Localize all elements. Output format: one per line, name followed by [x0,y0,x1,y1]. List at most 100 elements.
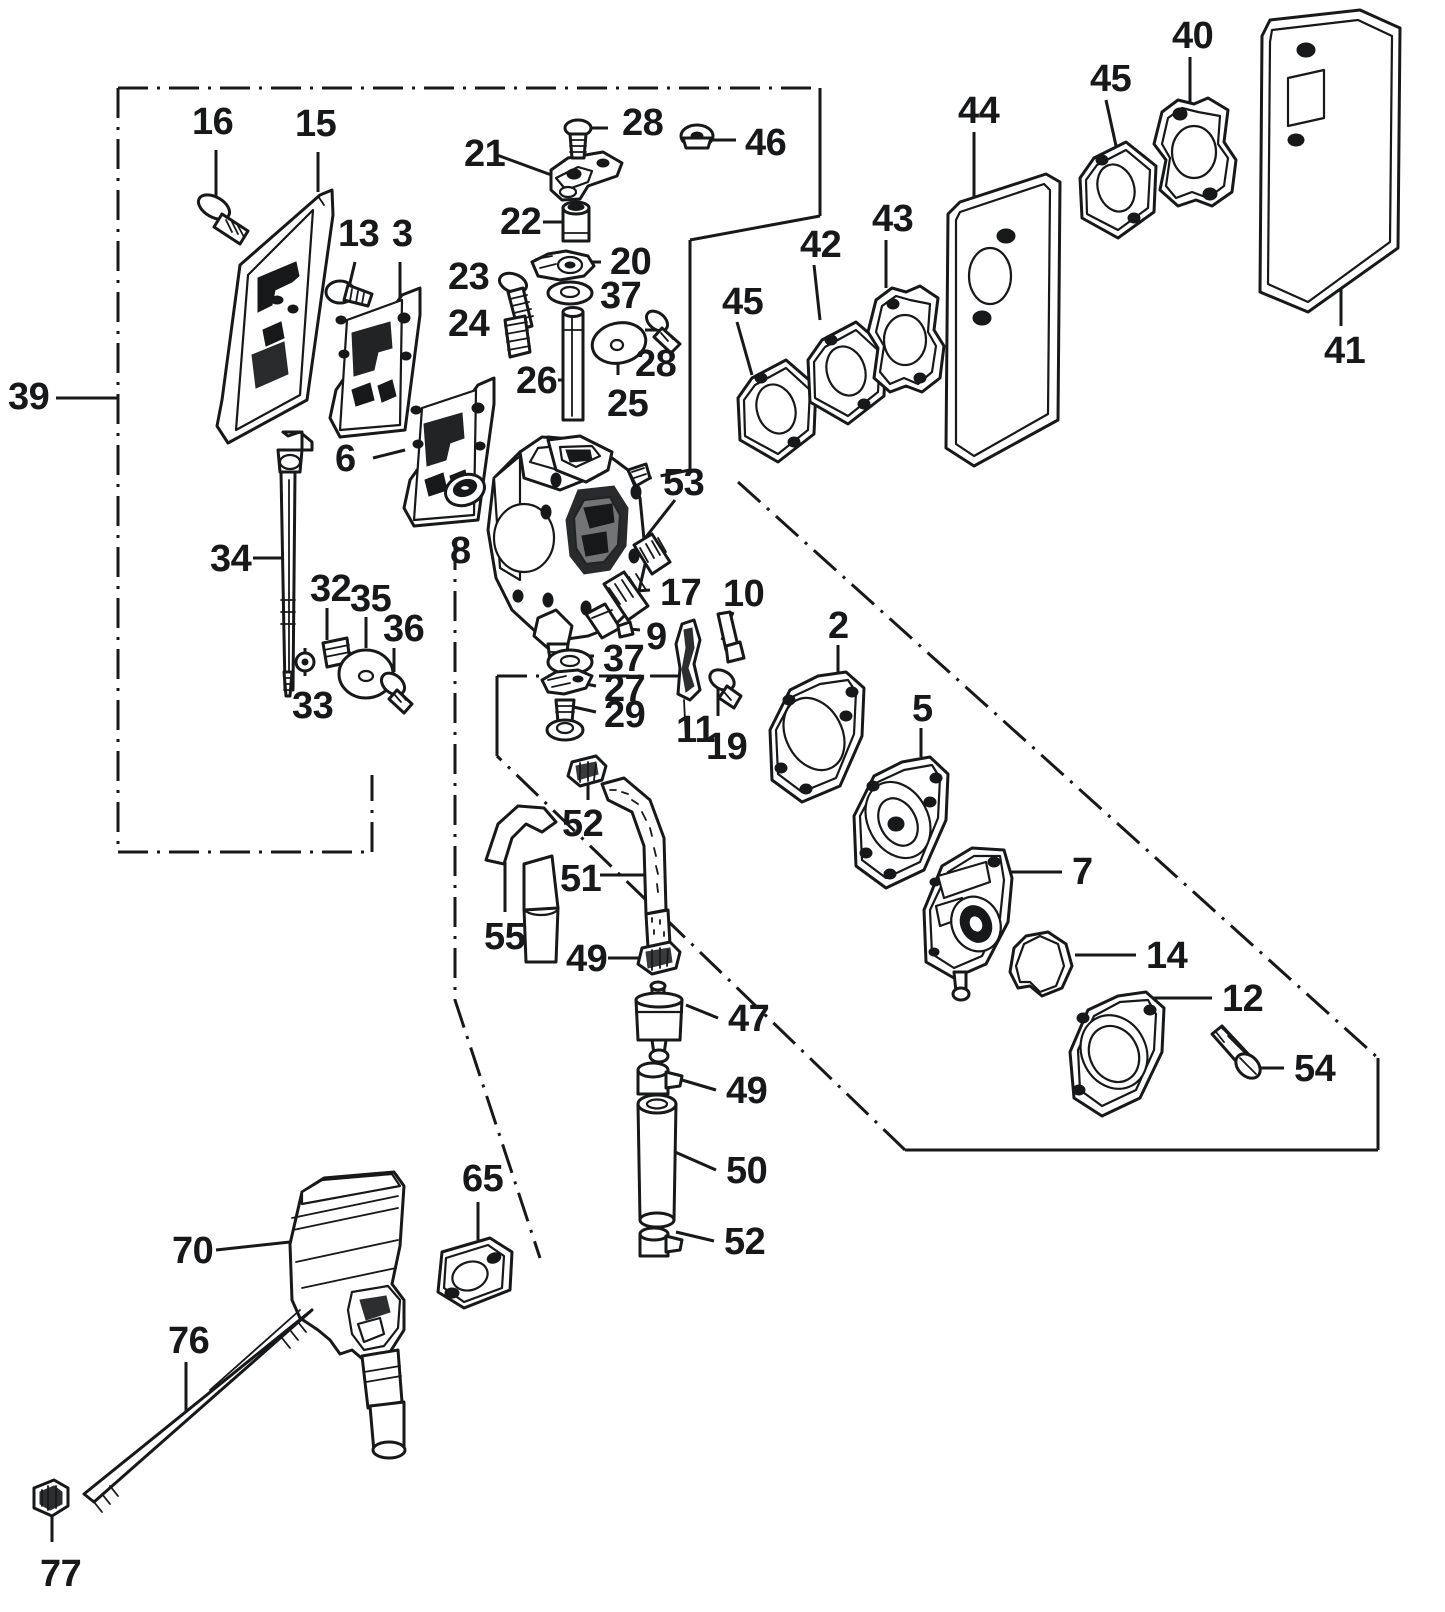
part-9-needle-valve [584,602,635,640]
callout-53: 53 [663,462,705,504]
part-55-fuel-hose-short [484,804,560,964]
part-45a-gasket [736,358,818,464]
part-14-primer-bulb [1008,930,1074,998]
part-5-pump-diaphragm [852,755,950,890]
callout-7: 7 [1072,851,1093,893]
part-41-backplate-gasket [1258,8,1402,314]
part-49b-clamp [636,1061,684,1096]
part-46-bushing [679,123,715,150]
callout-32: 32 [310,568,352,610]
part-13-screw [324,279,374,308]
boundary-intake-leader [453,540,542,1259]
callout-40: 40 [1172,15,1214,57]
callout-54: 54 [1294,1048,1336,1090]
part-24-spring [503,314,532,359]
callout-21: 21 [464,133,506,175]
part-3-metering-diaphragm [328,286,422,439]
callout-29: 29 [604,694,646,736]
part-40-intake-insulator [1152,96,1238,208]
callout-35: 35 [350,578,392,620]
callout-15: 15 [295,103,337,145]
part-16-screw [196,193,250,246]
callout-8: 8 [450,530,471,572]
callout-52-lower: 52 [724,1221,766,1263]
callout-5: 5 [912,688,933,730]
part-10-pin [716,610,746,664]
callout-34: 34 [210,538,252,580]
callout-37-upper: 37 [600,275,642,317]
callout-47: 47 [728,998,770,1040]
part-20-clip [530,249,596,282]
part-12-primer-cover [1068,990,1166,1118]
part-76-long-bolt [82,1308,314,1513]
part-7-pump-body [922,846,1014,1002]
boundary-carb-assembly [116,86,822,854]
part-42-gasket [806,320,888,426]
part-26-throttle-shaft [561,306,585,422]
part-49a-clamp [636,940,682,976]
part-11-lever-arm [674,618,702,741]
callout-51: 51 [560,858,602,900]
callout-50: 50 [726,1150,768,1192]
part-70-intake-manifold [288,1170,407,1460]
callout-14: 14 [1146,935,1188,977]
callout-42: 42 [800,224,842,266]
part-53-jet [632,532,672,576]
callout-27: 27 [604,668,646,710]
callout-26: 26 [516,360,558,402]
callout-28-top: 28 [622,102,664,144]
part-54-screw [1210,1024,1262,1080]
callout-45-right: 45 [1090,58,1132,100]
callout-9: 9 [646,616,667,658]
callout-76: 76 [168,1320,210,1362]
callout-10: 10 [723,573,765,615]
part-50-fuel-pipe [636,1093,678,1229]
part-52a-clamp [566,754,608,788]
callout-11: 11 [676,709,716,751]
part-33-ball [294,651,316,673]
callout-25: 25 [607,383,649,425]
callout-20: 20 [610,241,652,283]
part-15-metering-cover [215,188,335,445]
part-28a-screw [563,118,593,160]
part-51-fuel-hose [600,776,672,950]
part-28b-screw [644,309,682,355]
callout-12: 12 [1222,978,1264,1020]
part-77-nut [32,1478,70,1518]
part-22-spacer [561,200,591,243]
callout-55: 55 [484,916,526,958]
part-43-insulator [866,284,946,394]
part-6-gasket [402,376,496,528]
callout-13: 13 [338,213,380,255]
callout-24: 24 [448,303,490,345]
callout-2: 2 [828,605,849,647]
callout-28-lower: 28 [635,343,677,385]
part-35-choke-plate [337,648,395,700]
callout-43: 43 [872,198,914,240]
callout-17: 17 [660,572,702,614]
boundary-pump-group [495,480,1380,1152]
part-45b-gasket [1078,140,1158,240]
part-2-pump-gasket [768,670,866,804]
callout-16: 16 [192,101,234,143]
part-34-choke-shaft [276,430,314,698]
callout-39: 39 [8,376,50,418]
part-17-spring [602,570,650,622]
callout-41: 41 [1324,330,1366,372]
callout-22: 22 [500,201,542,243]
callout-36: 36 [383,608,425,650]
callout-23: 23 [448,256,490,298]
callout-6: 6 [335,438,356,480]
callout-37-lower: 37 [603,638,645,680]
callout-33: 33 [292,685,334,727]
part-65-intake-gasket [436,1236,514,1310]
part-52b-clamp [638,1226,684,1258]
part-44-gasket [944,172,1062,468]
part-37a-washer [546,280,594,306]
callout-44: 44 [958,90,1000,132]
callout-70: 70 [172,1230,214,1272]
part-27-lever [540,668,594,696]
callout-19: 19 [706,726,748,768]
